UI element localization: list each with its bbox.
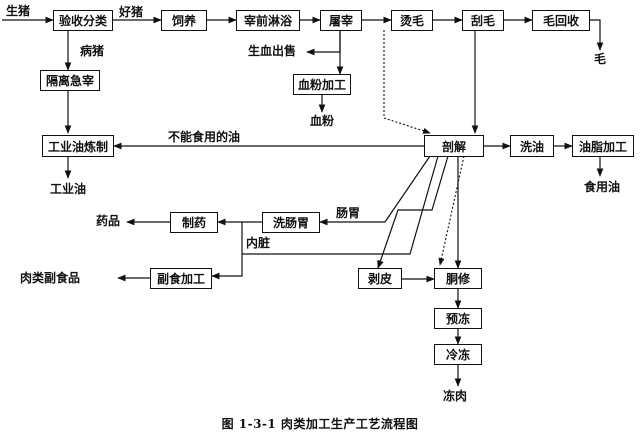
node-hair-recovery: 毛回收: [532, 10, 590, 31]
label-good-pig: 好猪: [119, 5, 144, 19]
node-prechill: 预冻: [434, 308, 482, 329]
node-industrial-oil: 工业油炼制: [42, 135, 114, 157]
label-live-pig: 生猪: [6, 4, 31, 18]
label-sick-pig: 病猪: [80, 44, 105, 58]
label-raw-blood: 生血出售: [248, 44, 297, 58]
node-byproduct: 副食加工: [150, 268, 212, 289]
node-slaughter: 屠宰: [320, 10, 362, 31]
label-meat-byproduct: 肉类副食品: [20, 271, 81, 285]
dashed-dissection-to-skinning: [438, 155, 465, 266]
arrow-hair-recovery-to-hair: [590, 19, 604, 51]
node-gut-wash: 洗肠胃: [262, 212, 320, 233]
label-inedible-oil: 不能食用的油: [168, 130, 241, 144]
label-frozen-meat: 冻肉: [443, 389, 468, 403]
node-blood-meal: 血粉加工: [293, 74, 351, 95]
node-dehair: 刮毛: [462, 10, 504, 31]
node-pharma: 制药: [170, 212, 218, 233]
node-shower: 宰前淋浴: [236, 10, 300, 31]
node-trimming: 胴修: [434, 268, 482, 289]
node-skinning: 剥皮: [358, 268, 402, 289]
arrow-dissection-to-gut-wash: [319, 155, 431, 226]
node-freeze: 冷冻: [434, 344, 482, 365]
label-medicine: 药品: [96, 214, 121, 228]
label-gut-stomach: 肠胃: [336, 206, 361, 220]
node-scald: 烫毛: [391, 10, 433, 31]
node-dissection: 剖解: [424, 135, 484, 157]
arrow-dissection-to-offal: [241, 155, 439, 255]
arrow-dissection-to-skinning: [377, 155, 449, 269]
label-blood-powder: 血粉: [310, 114, 335, 128]
node-oil-wash: 洗油: [510, 135, 554, 157]
arrow-offal-to-byproduct: [211, 254, 243, 280]
label-offal: 内脏: [246, 236, 271, 250]
node-fat-processing: 油脂加工: [572, 135, 634, 157]
node-isolation: 隔离急宰: [40, 70, 100, 91]
node-acceptance: 验收分类: [53, 10, 113, 31]
label-edible-oil: 食用油: [584, 180, 621, 194]
dashed-slaughter-to-dissection: [383, 30, 431, 134]
label-hair: 毛: [594, 52, 607, 66]
arrow-slaughter-to-raw-blood: [306, 30, 341, 56]
node-feeding: 饲养: [161, 10, 207, 31]
label-industrial-oil-out: 工业油: [50, 182, 87, 196]
figure-caption: 图 1-3-1 肉类加工生产工艺流程图: [221, 417, 419, 431]
